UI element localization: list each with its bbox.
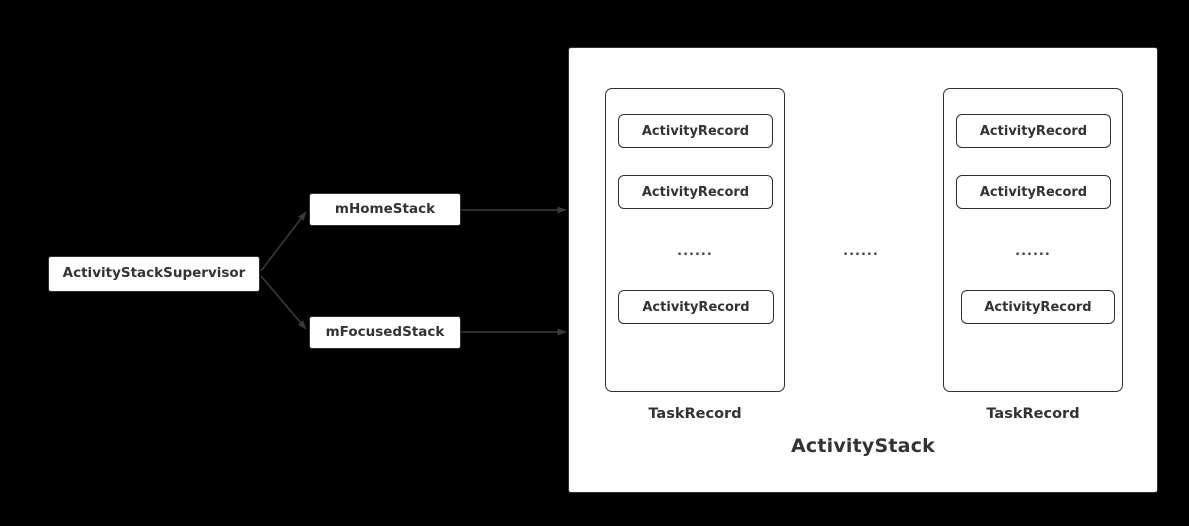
edge-supervisor-to-mfocusedstack	[260, 275, 307, 330]
panel-ellipsis: ......	[677, 244, 713, 259]
panel-ellipsis: ......	[1015, 244, 1051, 259]
node-mhomestack[interactable]: mHomeStack	[309, 193, 461, 226]
activity-record-box[interactable]: ActivityRecord	[618, 175, 773, 209]
node-activity-stack-supervisor[interactable]: ActivityStackSupervisor	[48, 256, 260, 292]
task-record-title: TaskRecord	[986, 406, 1080, 422]
edge-supervisor-to-mhomestack	[260, 211, 307, 272]
node-mfocusedstack[interactable]: mFocusedStack	[309, 316, 461, 349]
activity-record-box[interactable]: ActivityRecord	[961, 290, 1115, 324]
node-label: mFocusedStack	[325, 323, 445, 340]
activity-record-box[interactable]: ActivityRecord	[956, 114, 1111, 148]
task-record-panel-left[interactable]: ActivityRecord ActivityRecord ...... Act…	[605, 88, 785, 422]
activity-record-label: ActivityRecord	[642, 299, 750, 315]
activity-record-box[interactable]: ActivityRecord	[956, 175, 1111, 209]
node-label: ActivityStackSupervisor	[62, 265, 246, 282]
activity-record-label: ActivityRecord	[984, 299, 1092, 315]
node-label: mHomeStack	[334, 200, 436, 217]
between-panels-ellipsis: ......	[843, 244, 879, 259]
activity-stack-container: ActivityRecord ActivityRecord ...... Act…	[568, 47, 1158, 493]
task-record-title: TaskRecord	[648, 406, 742, 422]
task-record-panel-right[interactable]: ActivityRecord ActivityRecord ...... Act…	[943, 88, 1123, 422]
activity-record-label: ActivityRecord	[641, 184, 750, 200]
activity-record-box[interactable]: ActivityRecord	[618, 114, 773, 148]
activity-record-label: ActivityRecord	[979, 184, 1088, 200]
activity-record-label: ActivityRecord	[641, 123, 750, 139]
activity-stack-label: ActivityStack	[790, 435, 935, 457]
activity-record-label: ActivityRecord	[979, 123, 1088, 139]
activity-record-box[interactable]: ActivityRecord	[618, 290, 774, 324]
